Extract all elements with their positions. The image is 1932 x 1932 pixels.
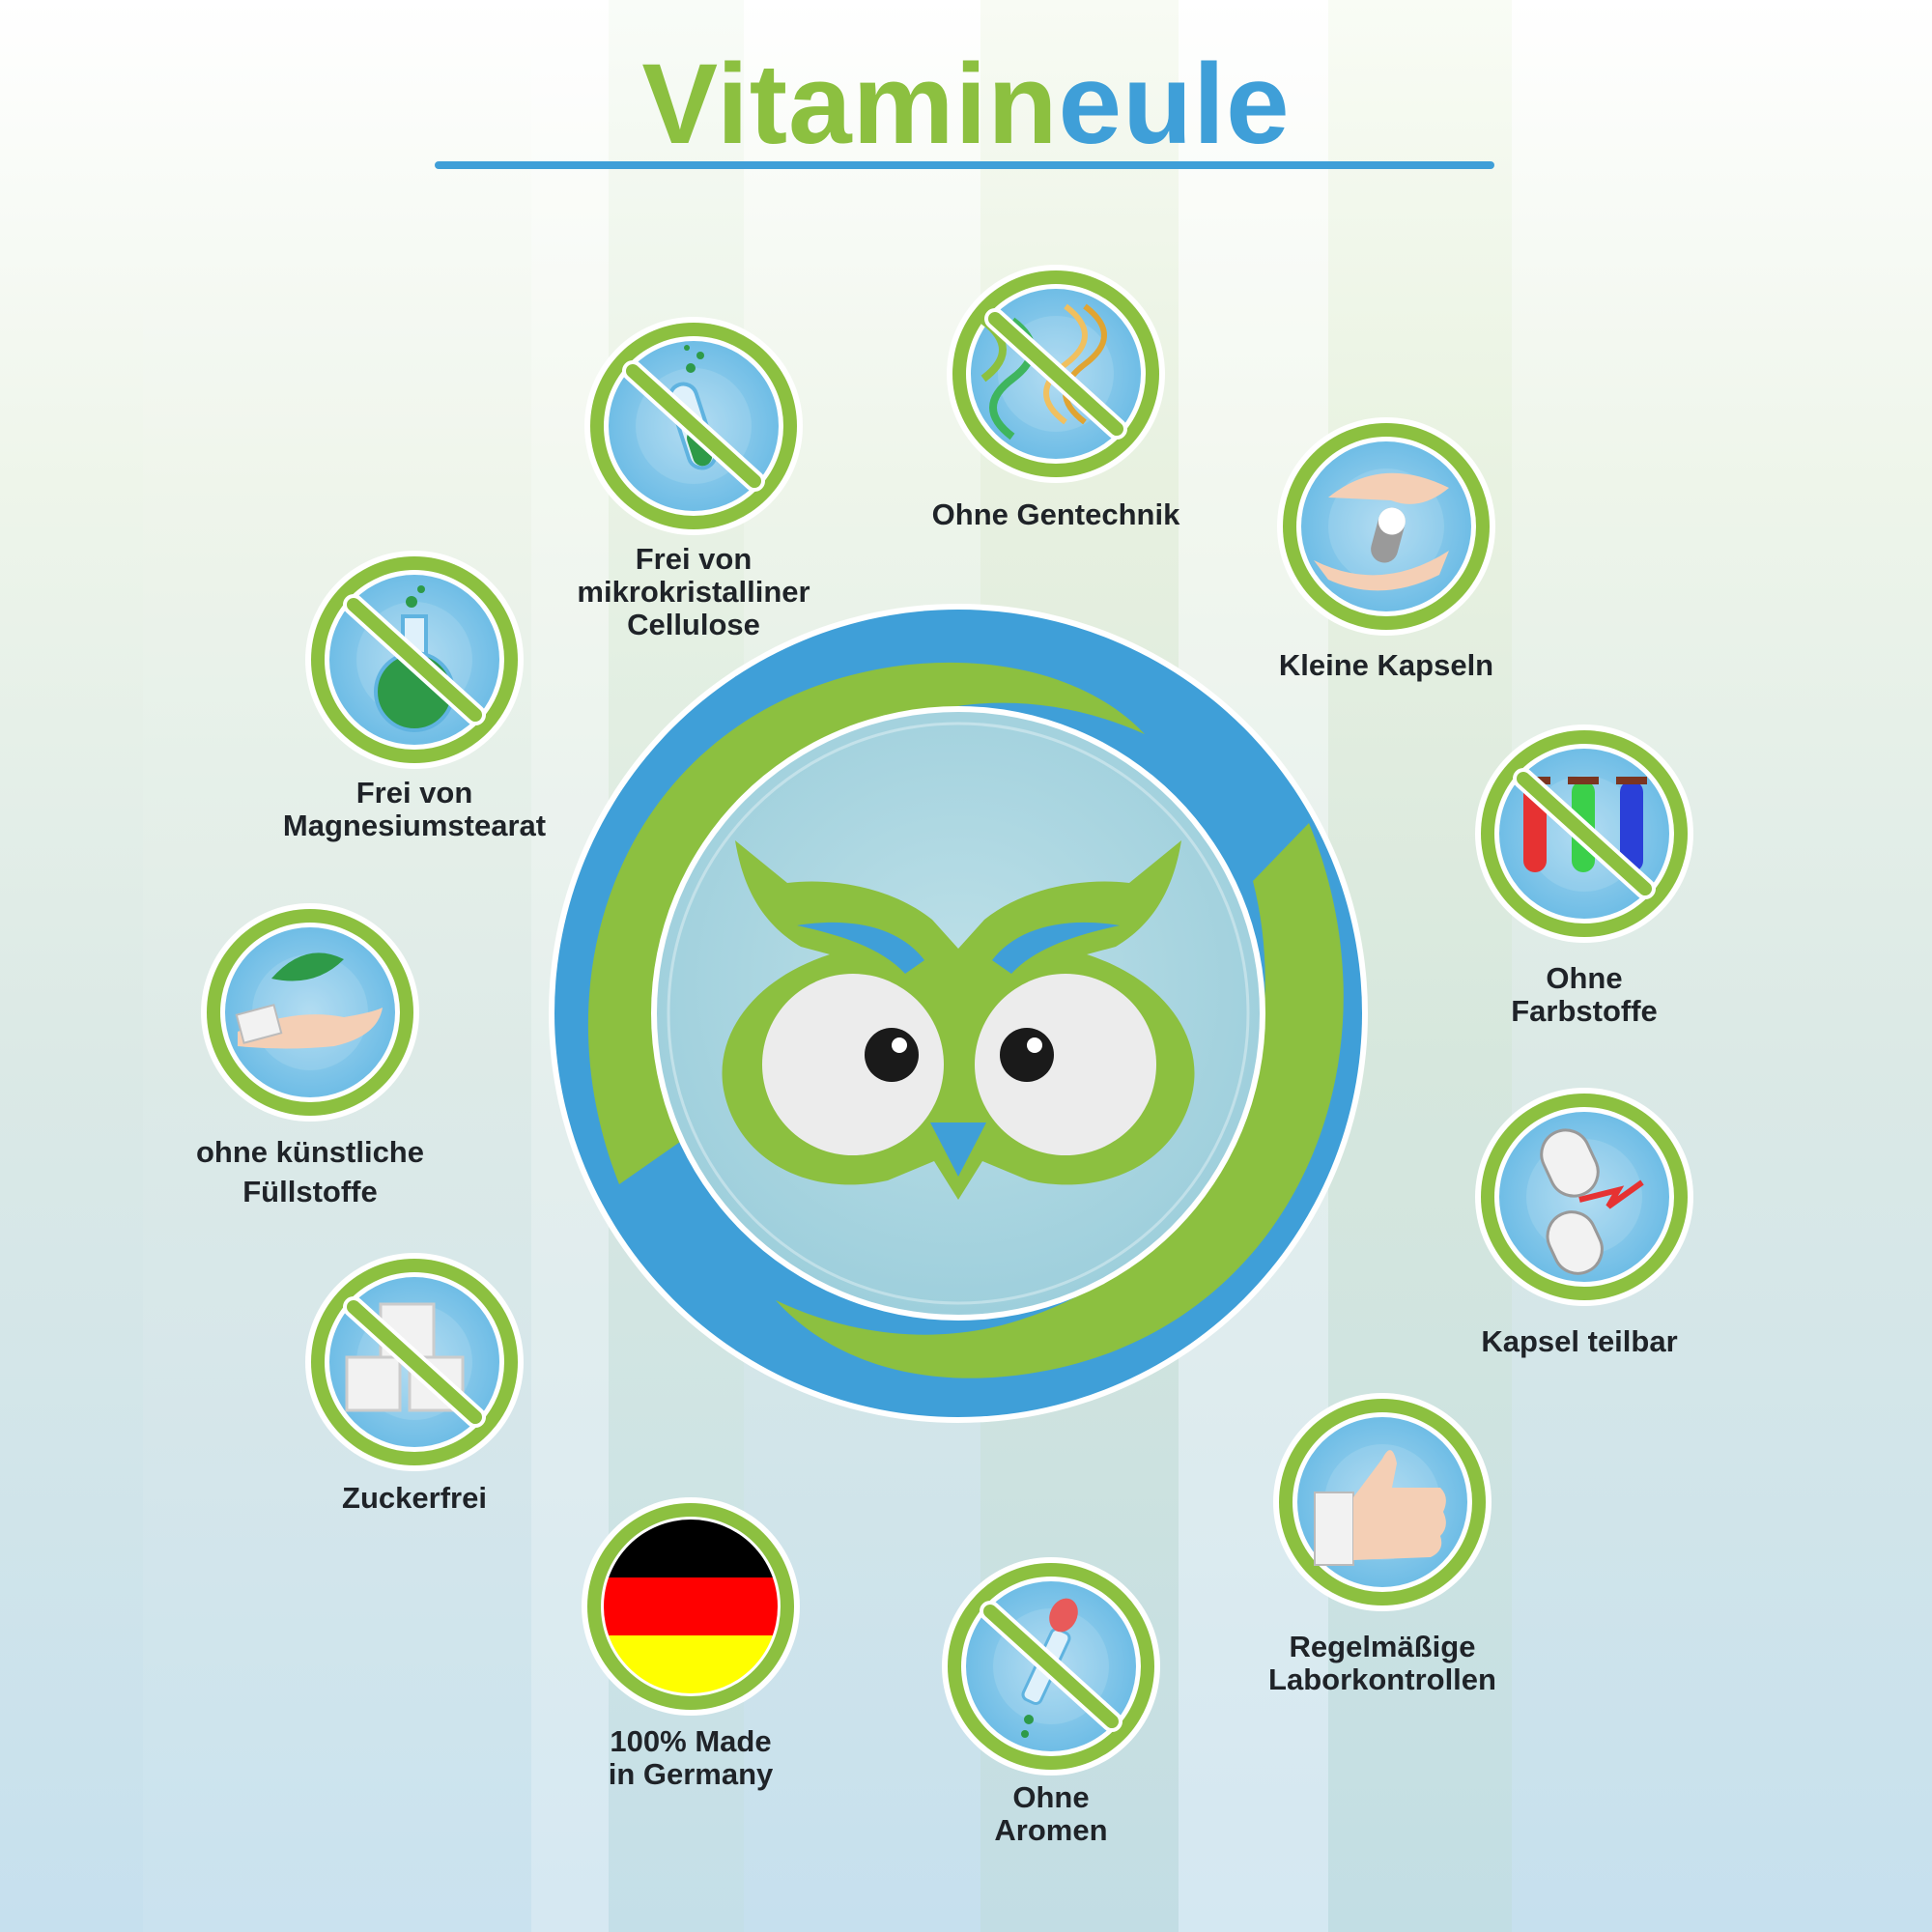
small-capsule-icon: [1277, 417, 1495, 636]
owl-emblem: [546, 601, 1372, 1427]
badge-farbstoffe: [1473, 723, 1695, 945]
badge-teilbar: [1473, 1086, 1695, 1308]
badge-germany: [580, 1495, 802, 1718]
label-teilbar: Kapsel teilbar: [1481, 1324, 1678, 1358]
brand-part-blue: eule: [1058, 41, 1291, 168]
badge-zucker: [303, 1251, 526, 1473]
colored-tubes-icon: [1475, 724, 1693, 943]
label-kapseln: Kleine Kapseln: [1278, 648, 1494, 682]
thumbs-up-icon: [1273, 1393, 1492, 1611]
badge-magnesium: [303, 549, 526, 771]
title-underline: [435, 161, 1494, 169]
label-gentechnik: Ohne Gentechnik: [931, 497, 1180, 531]
badge-labor: [1271, 1391, 1493, 1613]
split-capsule-icon: [1475, 1088, 1693, 1306]
badge-fuellstoffe: [199, 901, 421, 1123]
dna-icon: [947, 265, 1165, 483]
badge-cellulose: [582, 315, 805, 537]
sugar-cubes-icon: [305, 1253, 524, 1471]
badge-aromen: [940, 1555, 1162, 1777]
flask-icon: [305, 551, 524, 769]
brand-part-green: Vitamin: [641, 41, 1059, 168]
brand-logo: Vitamineule: [0, 39, 1932, 170]
badge-kapseln: [1275, 415, 1497, 638]
dropper-icon: [942, 1557, 1160, 1776]
test-tube-icon: [584, 317, 803, 535]
label-zucker: Zuckerfrei: [342, 1481, 487, 1515]
badge-gentechnik: [945, 263, 1167, 485]
german-flag-icon: [582, 1497, 800, 1716]
hand-leaf-icon: [201, 903, 419, 1122]
